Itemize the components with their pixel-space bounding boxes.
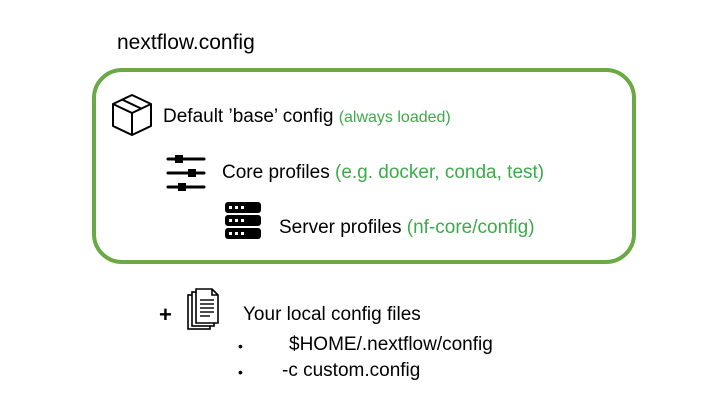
server-profiles-row: Server profiles (nf-core/config) [279,217,535,239]
core-profiles-label: Core profiles [222,162,330,183]
server-icon [225,202,261,239]
box-icon [112,94,152,136]
plus-sign: + [159,302,172,327]
local-config-item: $HOME/.nextflow/config [289,334,493,355]
base-config-label: Default ’base’ config [163,106,334,127]
local-config-title: Your local config files [243,304,421,325]
server-profiles-note: (nf-core/config) [406,217,535,238]
local-config-item: -c custom.config [282,360,421,381]
server-profiles-label: Server profiles [279,217,402,238]
bullet: • [238,364,243,380]
core-profiles-note: (e.g. docker, conda, test) [335,162,545,183]
core-profiles-row: Core profiles (e.g. docker, conda, test) [222,162,544,184]
bullet: • [238,338,243,354]
sliders-icon [166,155,206,191]
diagram-title: nextflow.config [117,31,255,54]
nextflow-config-box [92,68,636,264]
base-config-row: Default ’base’ config (always loaded) [163,106,451,128]
documents-icon [187,288,219,330]
base-config-note: (always loaded) [338,109,451,126]
